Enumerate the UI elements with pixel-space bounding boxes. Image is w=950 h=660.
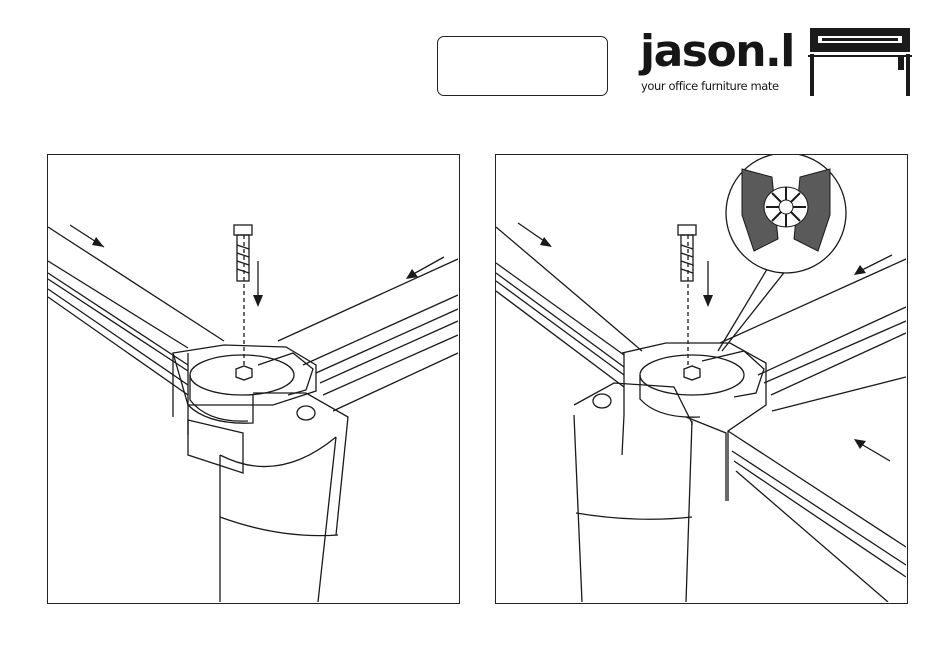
desk-icon bbox=[806, 26, 916, 98]
glide-detail-inset bbox=[726, 155, 846, 273]
brand-tagline: your office furniture mate bbox=[641, 79, 779, 93]
leveling-glide-illustration bbox=[496, 155, 906, 602]
corner-bracket-illustration bbox=[48, 155, 458, 602]
step-panel-right bbox=[495, 154, 908, 604]
step-panel-left bbox=[47, 154, 460, 604]
brand-name: jason.l bbox=[640, 26, 794, 78]
label-box bbox=[437, 36, 608, 96]
brand-logo: jason.l your office furniture mate bbox=[640, 26, 800, 96]
